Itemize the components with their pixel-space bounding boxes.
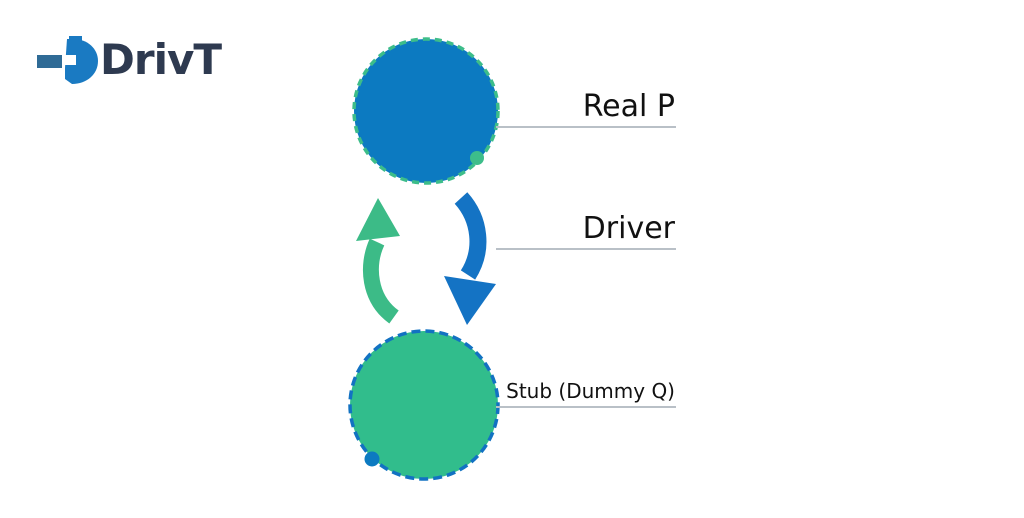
- real-p-node-circle: [352, 37, 500, 185]
- drivt-logo-text: DrivT: [100, 35, 222, 84]
- up-arrow-icon: [356, 198, 400, 324]
- driver-leader-line: [496, 248, 676, 250]
- up-arrow-body: [363, 238, 400, 324]
- driver-label: Driver: [582, 211, 675, 246]
- logo-stem-shape: [69, 36, 82, 55]
- blue-port-dot: [364, 451, 380, 467]
- stub-leader-line: [496, 406, 676, 408]
- real-p-label: Real P: [582, 89, 675, 124]
- stub-node-circle: [348, 329, 500, 481]
- drivt-logo-d-icon: [37, 36, 98, 84]
- down-arrow-head: [444, 276, 496, 325]
- up-arrow-head: [356, 198, 400, 241]
- drivt-logo: DrivT: [36, 36, 222, 86]
- down-arrow-body: [454, 192, 487, 280]
- logo-notch-shape: [65, 55, 76, 65]
- stub-label: Stub (Dummy Q): [506, 379, 675, 403]
- real-p-leader-line: [496, 126, 676, 128]
- green-port-dot: [470, 151, 484, 165]
- logo-bar-shape: [37, 55, 62, 68]
- down-arrow-icon: [444, 192, 496, 325]
